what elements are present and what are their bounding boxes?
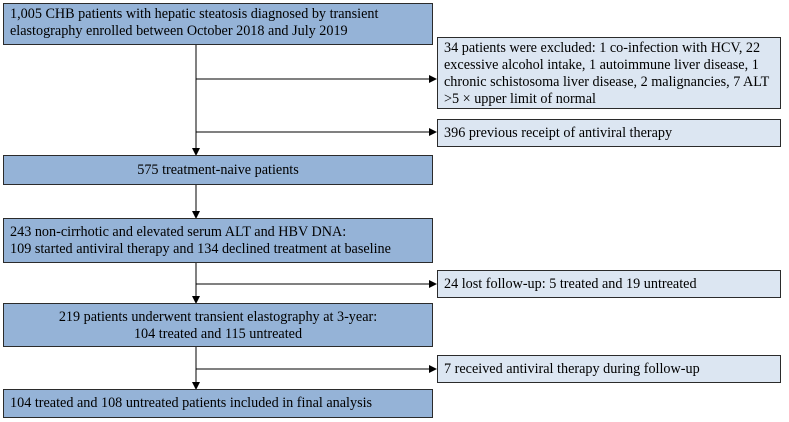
box-lost-followup: 24 lost follow-up: 5 treated and 19 untr… (437, 270, 781, 298)
box-treatment-naive: 575 treatment-naive patients (3, 155, 433, 185)
box-non-cirrhotic: 243 non-cirrhotic and elevated serum ALT… (3, 218, 433, 263)
previous-antiviral-text: 396 previous receipt of antiviral therap… (444, 124, 673, 141)
enrolled-line1: 1,005 CHB patients with hepatic steatosi… (10, 6, 379, 22)
final-analysis-text: 104 treated and 108 untreated patients i… (10, 395, 373, 411)
enrolled-line2: elastography enrolled between October 20… (10, 23, 348, 39)
box-previous-antiviral: 396 previous receipt of antiviral therap… (437, 119, 781, 147)
received-followup-text: 7 received antiviral therapy during foll… (444, 360, 700, 377)
box-excluded: 34 patients were excluded: 1 co-infectio… (437, 37, 781, 109)
box-final-analysis: 104 treated and 108 untreated patients i… (3, 389, 433, 418)
treatment-naive-text: 575 treatment-naive patients (137, 161, 299, 178)
non-cirrhotic-line1: 243 non-cirrhotic and elevated serum ALT… (10, 224, 347, 240)
box-elastography-3yr: 219 patients underwent transient elastog… (3, 303, 433, 347)
lost-followup-text: 24 lost follow-up: 5 treated and 19 untr… (444, 275, 697, 292)
excluded-line2: excessive alcohol intake, 1 autoimmune l… (444, 57, 759, 73)
excluded-line1: 34 patients were excluded: 1 co-infectio… (444, 40, 761, 56)
box-received-followup: 7 received antiviral therapy during foll… (437, 355, 781, 383)
elastography-3yr-line1: 219 patients underwent transient elastog… (58, 309, 378, 325)
excluded-line3: chronic schistosoma liver disease, 2 mal… (444, 74, 770, 90)
box-enrolled: 1,005 CHB patients with hepatic steatosi… (3, 3, 433, 45)
elastography-3yr-line2: 104 treated and 115 untreated (133, 326, 303, 342)
excluded-line4: >5 × upper limit of normal (444, 91, 596, 107)
non-cirrhotic-line2: 109 started antiviral therapy and 134 de… (10, 241, 391, 257)
